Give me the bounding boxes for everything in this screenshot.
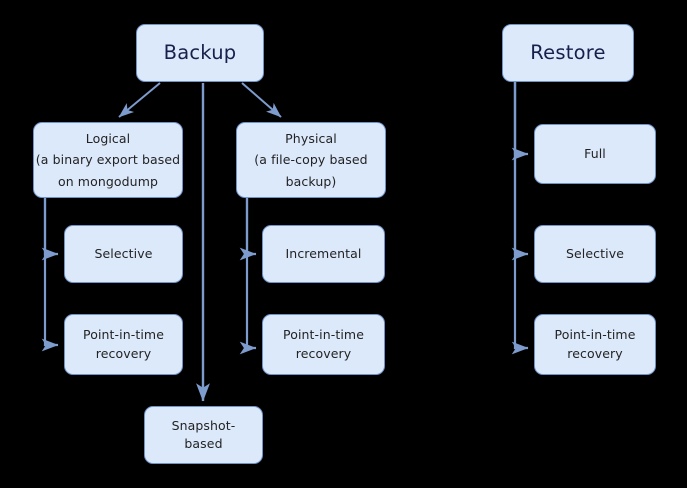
node-restore-pitr-line-0: Point-in-time: [554, 327, 636, 343]
node-physical-line-2: backup): [285, 173, 337, 189]
node-snapshot-based-line-0: Snapshot-: [171, 417, 236, 433]
node-physical-point-in-time-recovery[interactable]: Point-in-time recovery: [262, 314, 385, 375]
node-logical[interactable]: Logical (a binary export based on mongod…: [33, 122, 183, 198]
edge-restore-to-full: [511, 82, 529, 161]
node-backup[interactable]: Backup: [136, 24, 264, 82]
edge-restore-to-selective: [511, 82, 529, 261]
edge-logical-to-selective: [41, 198, 59, 261]
node-restore-full[interactable]: Full: [534, 124, 656, 184]
edge-physical-to-incremental: [239, 198, 257, 261]
node-physical-pitr-line-0: Point-in-time: [283, 327, 364, 343]
edge-logical-to-pitr: [41, 198, 59, 352]
node-physical-line-0: Physical: [285, 130, 337, 146]
edge-physical-to-pitr: [239, 198, 257, 355]
node-logical-selective-label: Selective: [94, 246, 153, 262]
edge-restore-to-pitr: [511, 82, 529, 355]
node-restore[interactable]: Restore: [502, 24, 634, 82]
node-snapshot-based[interactable]: Snapshot- based: [144, 406, 263, 464]
node-restore-full-label: Full: [584, 146, 606, 162]
node-restore-pitr-line-1: recovery: [567, 345, 623, 361]
edge-backup-to-physical: [241, 82, 282, 118]
node-restore-selective[interactable]: Selective: [534, 225, 656, 283]
node-physical-incremental[interactable]: Incremental: [262, 225, 385, 283]
node-backup-line-0: Backup: [163, 41, 237, 65]
node-physical-pitr-line-1: recovery: [295, 345, 352, 361]
node-physical[interactable]: Physical (a file-copy based backup): [236, 122, 386, 198]
node-logical-line-1: (a binary export based: [35, 152, 181, 168]
node-logical-point-in-time-recovery[interactable]: Point-in-time recovery: [64, 314, 183, 375]
node-snapshot-based-line-1: based: [184, 436, 223, 451]
node-logical-pitr-line-1: recovery: [95, 345, 152, 361]
node-logical-selective[interactable]: Selective: [64, 225, 183, 283]
node-physical-incremental-label: Incremental: [285, 246, 362, 262]
node-restore-selective-label: Selective: [565, 246, 625, 262]
node-logical-line-2: on mongodump: [57, 173, 159, 189]
node-logical-pitr-line-0: Point-in-time: [83, 327, 164, 343]
node-restore-point-in-time-recovery[interactable]: Point-in-time recovery: [534, 314, 656, 375]
node-logical-line-0: Logical: [85, 130, 131, 146]
edge-backup-to-logical: [118, 82, 161, 118]
node-restore-line-0: Restore: [530, 41, 606, 65]
node-physical-line-1: (a file-copy based: [254, 152, 368, 168]
